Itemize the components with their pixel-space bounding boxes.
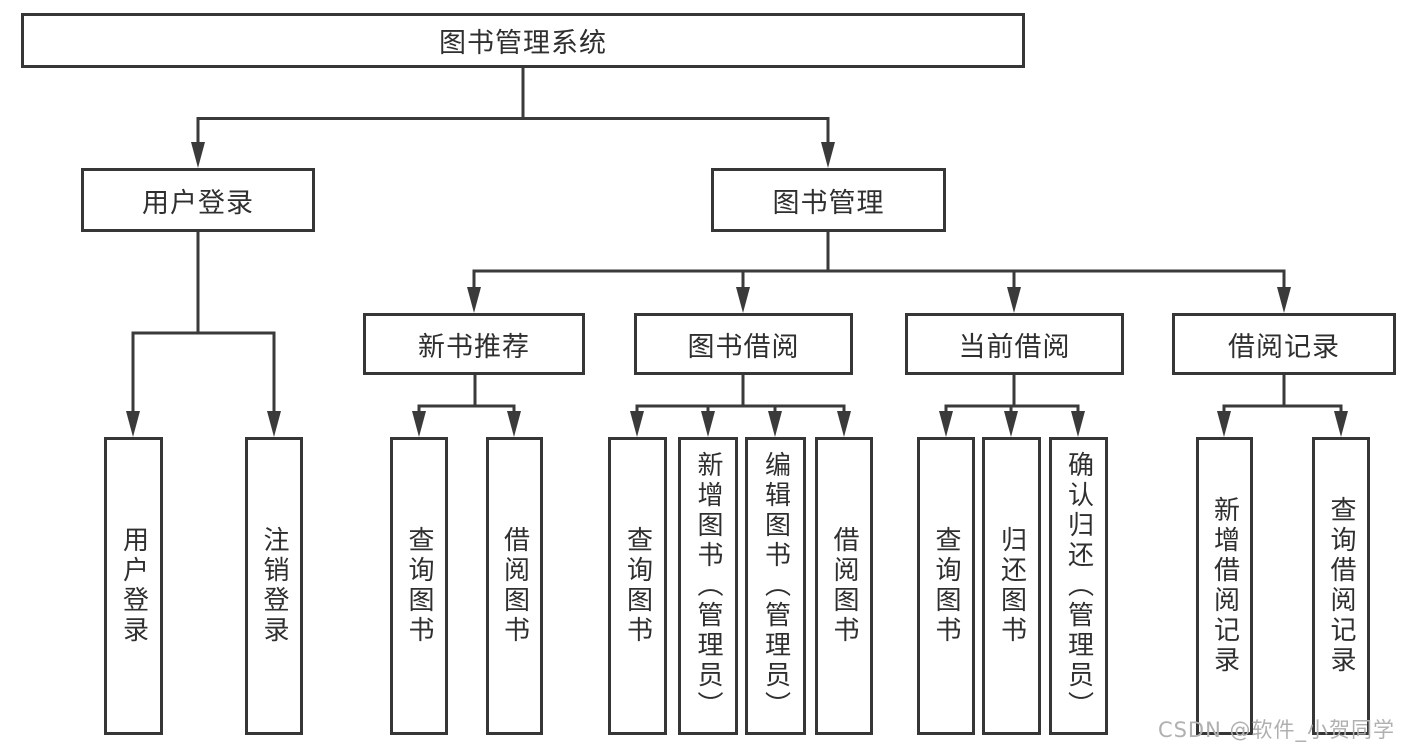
leaf-current-return-books-label: 归还图书 — [996, 526, 1027, 646]
leaf-rec-borrow-books-label: 借阅图书 — [499, 526, 530, 646]
leaf-current-query-books-label: 查询图书 — [931, 526, 961, 646]
node-book-management-label: 图书管理 — [772, 187, 885, 219]
leaf-borrow-lend-books-label: 借阅图书 — [829, 526, 859, 646]
leaf-current-return-books: 归还图书 — [982, 437, 1041, 735]
leaf-records-query: 查询借阅记录 — [1312, 437, 1370, 735]
node-current-borrow-label: 当前借阅 — [958, 331, 1071, 363]
leaf-current-query-books: 查询图书 — [917, 437, 975, 735]
node-borrow-records-label: 借阅记录 — [1228, 331, 1340, 363]
node-new-book-recommend-label: 新书推荐 — [418, 331, 530, 363]
leaf-current-confirm-return-admin-label: 确认归还（管理员） — [1063, 451, 1094, 721]
node-current-borrow: 当前借阅 — [905, 313, 1124, 375]
leaf-rec-query-books-label: 查询图书 — [404, 526, 434, 646]
leaf-records-query-label: 查询借阅记录 — [1326, 496, 1356, 676]
leaf-borrow-add-books-admin: 新增图书（管理员） — [678, 437, 738, 735]
node-user-login-label: 用户登录 — [142, 187, 254, 219]
leaf-user-login-label: 用户登录 — [118, 526, 149, 646]
leaf-borrow-query-books-label: 查询图书 — [622, 526, 653, 646]
leaf-borrow-edit-books-admin: 编辑图书（管理员） — [745, 437, 806, 735]
leaf-borrow-lend-books: 借阅图书 — [815, 437, 873, 735]
leaf-records-add-label: 新增借阅记录 — [1209, 496, 1240, 676]
leaf-current-confirm-return-admin: 确认归还（管理员） — [1049, 437, 1108, 735]
node-borrow-records: 借阅记录 — [1172, 313, 1396, 375]
node-new-book-recommend: 新书推荐 — [363, 313, 585, 375]
node-book-borrow: 图书借阅 — [634, 313, 853, 375]
leaf-rec-query-books: 查询图书 — [390, 437, 448, 735]
leaf-logout-label: 注销登录 — [259, 526, 289, 646]
leaf-borrow-edit-books-admin-label: 编辑图书（管理员） — [760, 451, 791, 721]
node-root-label: 图书管理系统 — [439, 28, 607, 59]
leaf-user-login: 用户登录 — [104, 437, 163, 735]
node-book-borrow-label: 图书借阅 — [687, 331, 800, 363]
leaf-records-add: 新增借阅记录 — [1196, 437, 1253, 735]
leaf-rec-borrow-books: 借阅图书 — [486, 437, 543, 735]
node-root: 图书管理系统 — [21, 13, 1025, 68]
csdn-watermark: CSDN @软件_小贺同学 — [1157, 718, 1395, 742]
leaf-borrow-query-books: 查询图书 — [608, 437, 667, 735]
leaf-logout: 注销登录 — [245, 437, 303, 735]
node-user-login: 用户登录 — [81, 168, 315, 232]
leaf-borrow-add-books-admin-label: 新增图书（管理员） — [693, 451, 723, 721]
node-book-management: 图书管理 — [711, 168, 946, 232]
